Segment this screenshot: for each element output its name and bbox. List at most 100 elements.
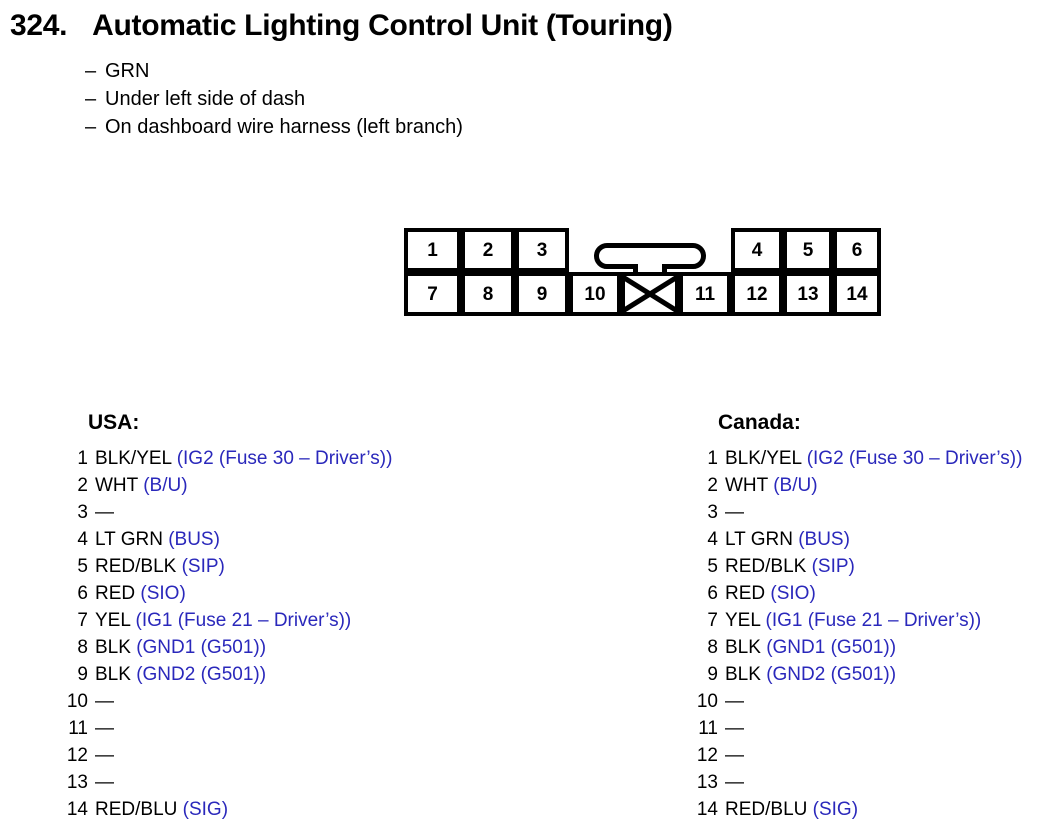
region-heading-usa: USA: (88, 411, 140, 434)
connector-pin-cell: 10 (569, 272, 621, 316)
pin-signal-name: (SIP) (811, 556, 855, 577)
pin-unused-dash: — (95, 772, 114, 793)
connector-pin-cell: 5 (783, 228, 833, 272)
pin-signal-name: (GND2 (G501)) (136, 664, 267, 685)
pin-row: 5 RED/BLK (SIP) (62, 553, 392, 580)
pin-wire-color: BLK (725, 637, 761, 658)
pin-row: 8 BLK (GND1 (G501)) (62, 634, 392, 661)
pin-number: 9 (707, 664, 718, 685)
connector-pin-cell: 3 (515, 228, 569, 272)
pin-signal-name: (GND1 (G501)) (766, 637, 897, 658)
pin-unused-dash: — (95, 718, 114, 739)
pin-signal-name: (SIP) (181, 556, 225, 577)
pin-wire-color: BLK/YEL (95, 448, 172, 469)
pin-wire-color: RED/BLU (95, 799, 178, 820)
connector-pin-cell: 14 (833, 272, 881, 316)
pin-number: 13 (696, 772, 718, 793)
description-bullet: –Under left side of dash (85, 85, 463, 113)
pin-number: 4 (707, 529, 718, 550)
page-title-number: 324. (10, 9, 68, 42)
pin-signal-name: (IG2 (Fuse 30 – Driver’s)) (806, 448, 1023, 469)
pin-signal-name: (SIG) (812, 799, 859, 820)
pin-number: 6 (77, 583, 88, 604)
pin-wire-color: BLK (725, 664, 761, 685)
page-title: 324. Automatic Lighting Control Unit (To… (10, 9, 673, 43)
pin-number: 12 (66, 745, 88, 766)
pin-row: 10— (692, 688, 1022, 715)
pin-number: 8 (77, 637, 88, 658)
pin-row: 13 — (692, 769, 1022, 796)
pin-wire-color: LT GRN (95, 529, 163, 550)
pin-number: 14 (66, 799, 88, 820)
pin-number: 10 (66, 691, 88, 712)
pin-wire-color: RED (95, 583, 136, 604)
pin-number: 7 (707, 610, 718, 631)
pin-row: 12— (62, 742, 392, 769)
pin-signal-name: (SIO) (140, 583, 186, 604)
connector-pin-cell: 9 (515, 272, 569, 316)
pin-number: 11 (698, 718, 718, 739)
pin-number: 13 (66, 772, 88, 793)
bullet-dash-icon: – (85, 60, 97, 82)
pin-signal-name: (B/U) (773, 475, 818, 496)
pin-signal-name: (IG1 (Fuse 21 – Driver’s)) (765, 610, 982, 631)
connector-blocked-cavity (621, 272, 679, 316)
pin-signal-name: (BUS) (798, 529, 850, 550)
pin-signal-name: (B/U) (143, 475, 188, 496)
connector-pin-cell: 4 (731, 228, 783, 272)
pin-number: 6 (707, 583, 718, 604)
pin-wire-color: WHT (725, 475, 768, 496)
pin-number: 4 (77, 529, 88, 550)
connector-pin-cell: 7 (404, 272, 461, 316)
pin-row: 11 — (62, 715, 392, 742)
pin-wire-color: RED/BLK (725, 556, 807, 577)
pin-number: 11 (68, 718, 88, 739)
page-title-text: Automatic Lighting Control Unit (Touring… (92, 9, 673, 42)
pin-row: 10— (62, 688, 392, 715)
bullet-text: GRN (105, 60, 150, 82)
pin-unused-dash: — (725, 691, 744, 712)
pin-row: 3— (62, 499, 392, 526)
pin-unused-dash: — (95, 502, 114, 523)
pin-unused-dash: — (725, 772, 744, 793)
pin-unused-dash: — (725, 502, 744, 523)
description-bullet: –GRN (85, 57, 463, 85)
pin-number: 1 (77, 448, 88, 469)
pin-wire-color: RED/BLK (95, 556, 177, 577)
connector-pin-cell: 13 (783, 272, 833, 316)
pin-wire-color: BLK (95, 637, 131, 658)
bullet-dash-icon: – (85, 116, 97, 138)
pin-number: 12 (696, 745, 718, 766)
bullet-text: On dashboard wire harness (left branch) (105, 116, 463, 138)
connector-pin-cell: 8 (461, 272, 515, 316)
pin-signal-name: (IG1 (Fuse 21 – Driver’s)) (135, 610, 352, 631)
pin-wire-color: WHT (95, 475, 138, 496)
pin-signal-name: (GND2 (G501)) (766, 664, 897, 685)
pin-row: 12— (692, 742, 1022, 769)
pin-signal-name: (BUS) (168, 529, 220, 550)
pin-number: 9 (77, 664, 88, 685)
connector-pin-cell: 2 (461, 228, 515, 272)
connector-pin-cell: 12 (731, 272, 783, 316)
pin-wire-color: RED/BLU (725, 799, 808, 820)
pin-number: 5 (77, 556, 88, 577)
pin-row: 9 BLK (GND2 (G501)) (692, 661, 1022, 688)
pin-signal-name: (GND1 (G501)) (136, 637, 267, 658)
pin-number: 3 (77, 502, 88, 523)
pin-number: 3 (707, 502, 718, 523)
